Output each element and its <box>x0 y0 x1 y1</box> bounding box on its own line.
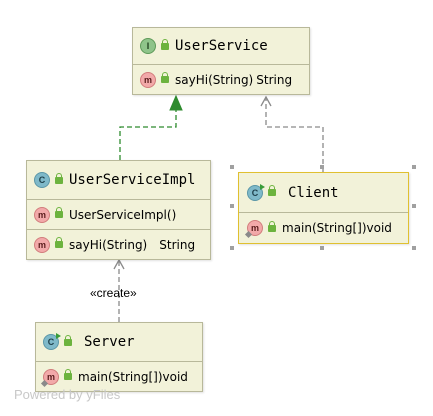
public-lock-icon <box>64 334 72 346</box>
member-type: void <box>162 369 188 384</box>
member-row[interactable]: m UserServiceImpl() <box>27 200 210 230</box>
realization-edge <box>119 94 183 160</box>
member-signature: main(String[]) <box>78 369 163 384</box>
user-service-impl-header: C UserServiceImpl <box>27 161 210 200</box>
class-badge-letter: C <box>47 337 55 347</box>
public-lock-icon <box>55 237 63 248</box>
selection-handle[interactable] <box>320 246 324 250</box>
member-signature: sayHi(String) <box>175 72 254 87</box>
selection-handle[interactable] <box>230 204 234 208</box>
client-header: C Client <box>239 173 408 213</box>
class-icon: C <box>34 172 50 188</box>
member-type: String <box>256 72 293 87</box>
selection-handle[interactable] <box>230 246 234 250</box>
server-header: C Server <box>36 323 202 362</box>
client-title: Client <box>288 184 339 201</box>
user-service-impl-title: UserServiceImpl <box>69 172 196 188</box>
selection-handle[interactable] <box>412 246 416 250</box>
public-lock-icon <box>268 185 276 196</box>
user-service-title: UserService <box>175 38 268 54</box>
public-lock-icon <box>161 38 169 50</box>
selection-handle[interactable] <box>320 165 324 169</box>
server-title: Server <box>84 334 135 350</box>
member-type: void <box>366 221 392 235</box>
static-method-icon: m <box>244 220 263 239</box>
create-dependency-edge <box>113 258 125 322</box>
member-row[interactable]: m main(String[]) void <box>36 362 202 391</box>
run-marker-icon <box>260 183 265 190</box>
server-node[interactable]: C Server m main(String[]) void <box>35 322 203 392</box>
class-badge-letter: C <box>251 187 259 198</box>
method-icon: m <box>140 71 156 88</box>
member-type: String <box>159 237 196 252</box>
public-lock-icon <box>55 172 63 184</box>
create-stereotype-label: «create» <box>90 286 137 300</box>
selection-handle[interactable] <box>412 165 416 169</box>
static-method-icon: m <box>40 368 59 387</box>
runnable-class-icon: C <box>247 183 265 201</box>
user-service-header: I UserService <box>133 28 309 65</box>
public-lock-icon <box>268 220 276 232</box>
public-lock-icon <box>64 369 72 380</box>
method-badge-letter: m <box>46 371 55 382</box>
powered-by-footer: Powered by yFiles <box>14 387 121 402</box>
member-row[interactable]: m sayHi(String) String <box>27 230 210 259</box>
user-service-impl-node[interactable]: C UserServiceImpl m UserServiceImpl() m … <box>26 160 211 260</box>
member-row[interactable]: m sayHi(String) String <box>133 65 309 94</box>
member-signature: sayHi(String) <box>69 237 148 252</box>
user-service-node[interactable]: I UserService m sayHi(String) String <box>132 27 310 95</box>
run-marker-icon <box>56 333 61 339</box>
method-icon: m <box>34 236 50 253</box>
method-badge-letter: m <box>250 223 259 233</box>
public-lock-icon <box>161 72 169 83</box>
client-dependency-edge <box>260 95 324 172</box>
selection-handle[interactable] <box>230 165 234 169</box>
client-node[interactable]: C Client m main(String[]) void <box>238 172 409 244</box>
runnable-class-icon: C <box>43 333 61 350</box>
method-icon: m <box>34 206 50 223</box>
interface-icon: I <box>140 38 156 54</box>
selection-handle[interactable] <box>412 204 416 208</box>
member-row[interactable]: m main(String[]) void <box>239 213 408 243</box>
member-signature: main(String[]) <box>282 221 367 235</box>
member-signature: UserServiceImpl() <box>69 207 177 222</box>
public-lock-icon <box>55 207 63 218</box>
